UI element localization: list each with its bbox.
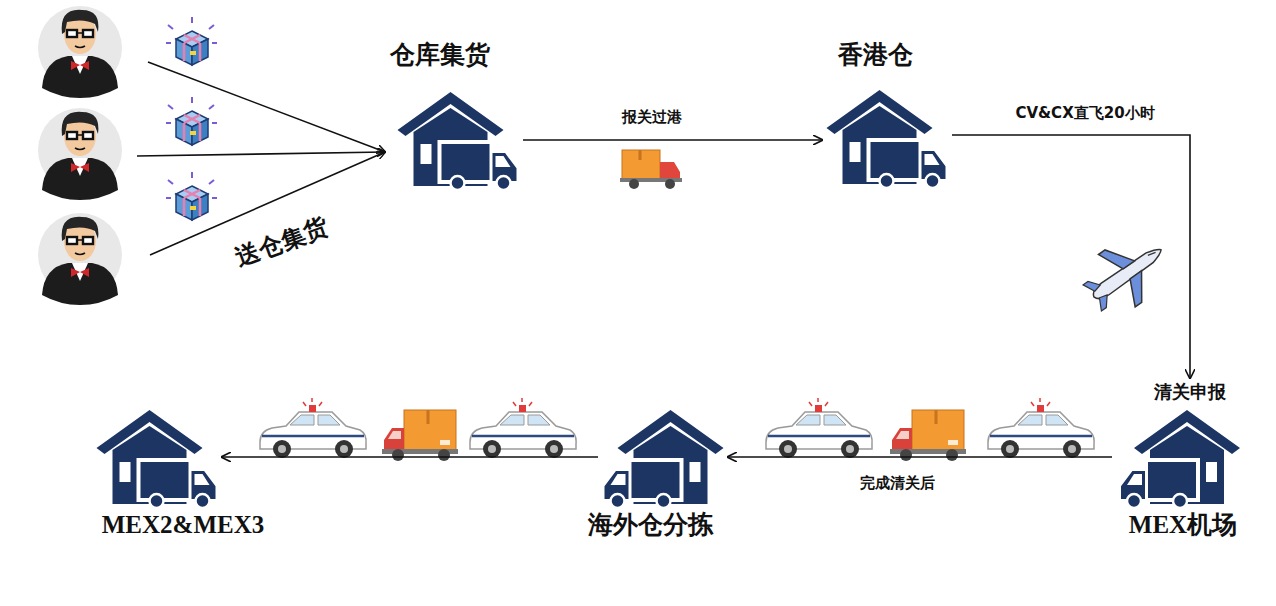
warehouse-node: 香港仓 (822, 88, 952, 188)
node-label: 仓库集货 (390, 40, 490, 70)
warehouse-icon (611, 494, 625, 508)
airplane-icon (1074, 224, 1180, 325)
warehouse-icon (150, 494, 164, 508)
warehouse-icon (496, 156, 511, 167)
vehicle-icons (260, 150, 1094, 461)
vehicle-icons (890, 410, 966, 461)
parcel-icons (166, 172, 217, 220)
edge-label: CV&CX直飞20小时 (1013, 104, 1156, 122)
warehouse-icon (604, 410, 724, 508)
warehouse-icon (657, 494, 671, 508)
collection-lines (148, 62, 385, 152)
warehouse-icon (1148, 462, 1196, 498)
edge-label: 报关过港 (620, 108, 684, 126)
vehicle-icons (382, 410, 458, 461)
warehouse-icon (393, 90, 523, 190)
parcel-icons (166, 17, 217, 65)
collection-lines (137, 152, 385, 156)
warehouse-icon (451, 176, 465, 190)
warehouse-icon (141, 462, 189, 498)
warehouse-icon (442, 144, 490, 180)
vehicle-icons (988, 398, 1094, 458)
node-label: MEX2&MEX3 (102, 510, 264, 540)
warehouse-icon (1206, 462, 1217, 482)
warehouse-icon (137, 458, 193, 502)
warehouse-icon (867, 138, 923, 182)
flow-arrow (952, 135, 1190, 378)
customer-icons (38, 6, 122, 98)
flow-label: 送仓集货 (232, 212, 332, 272)
warehouse-icon (398, 92, 518, 190)
warehouse-icon (850, 142, 861, 162)
node-label: 清关申报 (1154, 382, 1226, 404)
node-label: MEX机场 (1129, 510, 1237, 540)
warehouse-icon (97, 410, 217, 508)
node-label: 海外仓分拣 (588, 510, 713, 540)
vehicle-icons (470, 398, 576, 458)
warehouse-icon (196, 494, 210, 508)
warehouse-icon (1127, 494, 1141, 508)
node-label: 香港仓 (838, 40, 913, 70)
warehouse-icon (1144, 458, 1200, 502)
warehouse-icon (628, 458, 684, 502)
warehouse-node: 仓库集货 (393, 90, 523, 190)
warehouse-icon (438, 140, 494, 184)
warehouse-node: MEX2&MEX3 (92, 408, 222, 508)
collection-lines (137, 62, 385, 255)
warehouse-icon (632, 462, 680, 498)
warehouse-icon (92, 408, 222, 508)
warehouse-icon (871, 142, 919, 178)
edge-label: 完成清关后 (858, 474, 937, 492)
warehouse-icon (611, 474, 626, 485)
warehouse-icon (1120, 410, 1240, 508)
parcel-icons (166, 97, 217, 145)
warehouse-icon (195, 474, 210, 485)
warehouse-icon (1173, 494, 1187, 508)
warehouse-icon (1127, 474, 1142, 485)
warehouse-icon (120, 462, 131, 482)
parcel-icons (166, 17, 217, 220)
warehouse-icon (925, 154, 940, 165)
warehouse-node: 清关申报MEX机场 (1112, 378, 1247, 508)
customer-icons (38, 6, 122, 305)
warehouse-icon (926, 174, 940, 188)
vehicle-icons (620, 150, 682, 189)
warehouse-icon (497, 176, 511, 190)
customer-icons (38, 213, 122, 305)
warehouse-icon (690, 462, 701, 482)
vehicle-icons (766, 398, 872, 458)
airplane-icon (1074, 224, 1180, 325)
flow-arrow (222, 456, 598, 458)
warehouse-icon (880, 174, 894, 188)
flow-arrow (523, 139, 822, 141)
warehouse-icon (598, 408, 728, 508)
warehouse-icon (421, 144, 432, 164)
flow-arrow (728, 456, 1112, 458)
warehouse-icon (827, 90, 947, 188)
warehouse-icon (822, 88, 952, 188)
warehouse-icon (1112, 408, 1247, 508)
vehicle-icons (260, 398, 366, 458)
warehouse-node: 海外仓分拣 (598, 408, 728, 508)
customer-icons (38, 108, 122, 200)
